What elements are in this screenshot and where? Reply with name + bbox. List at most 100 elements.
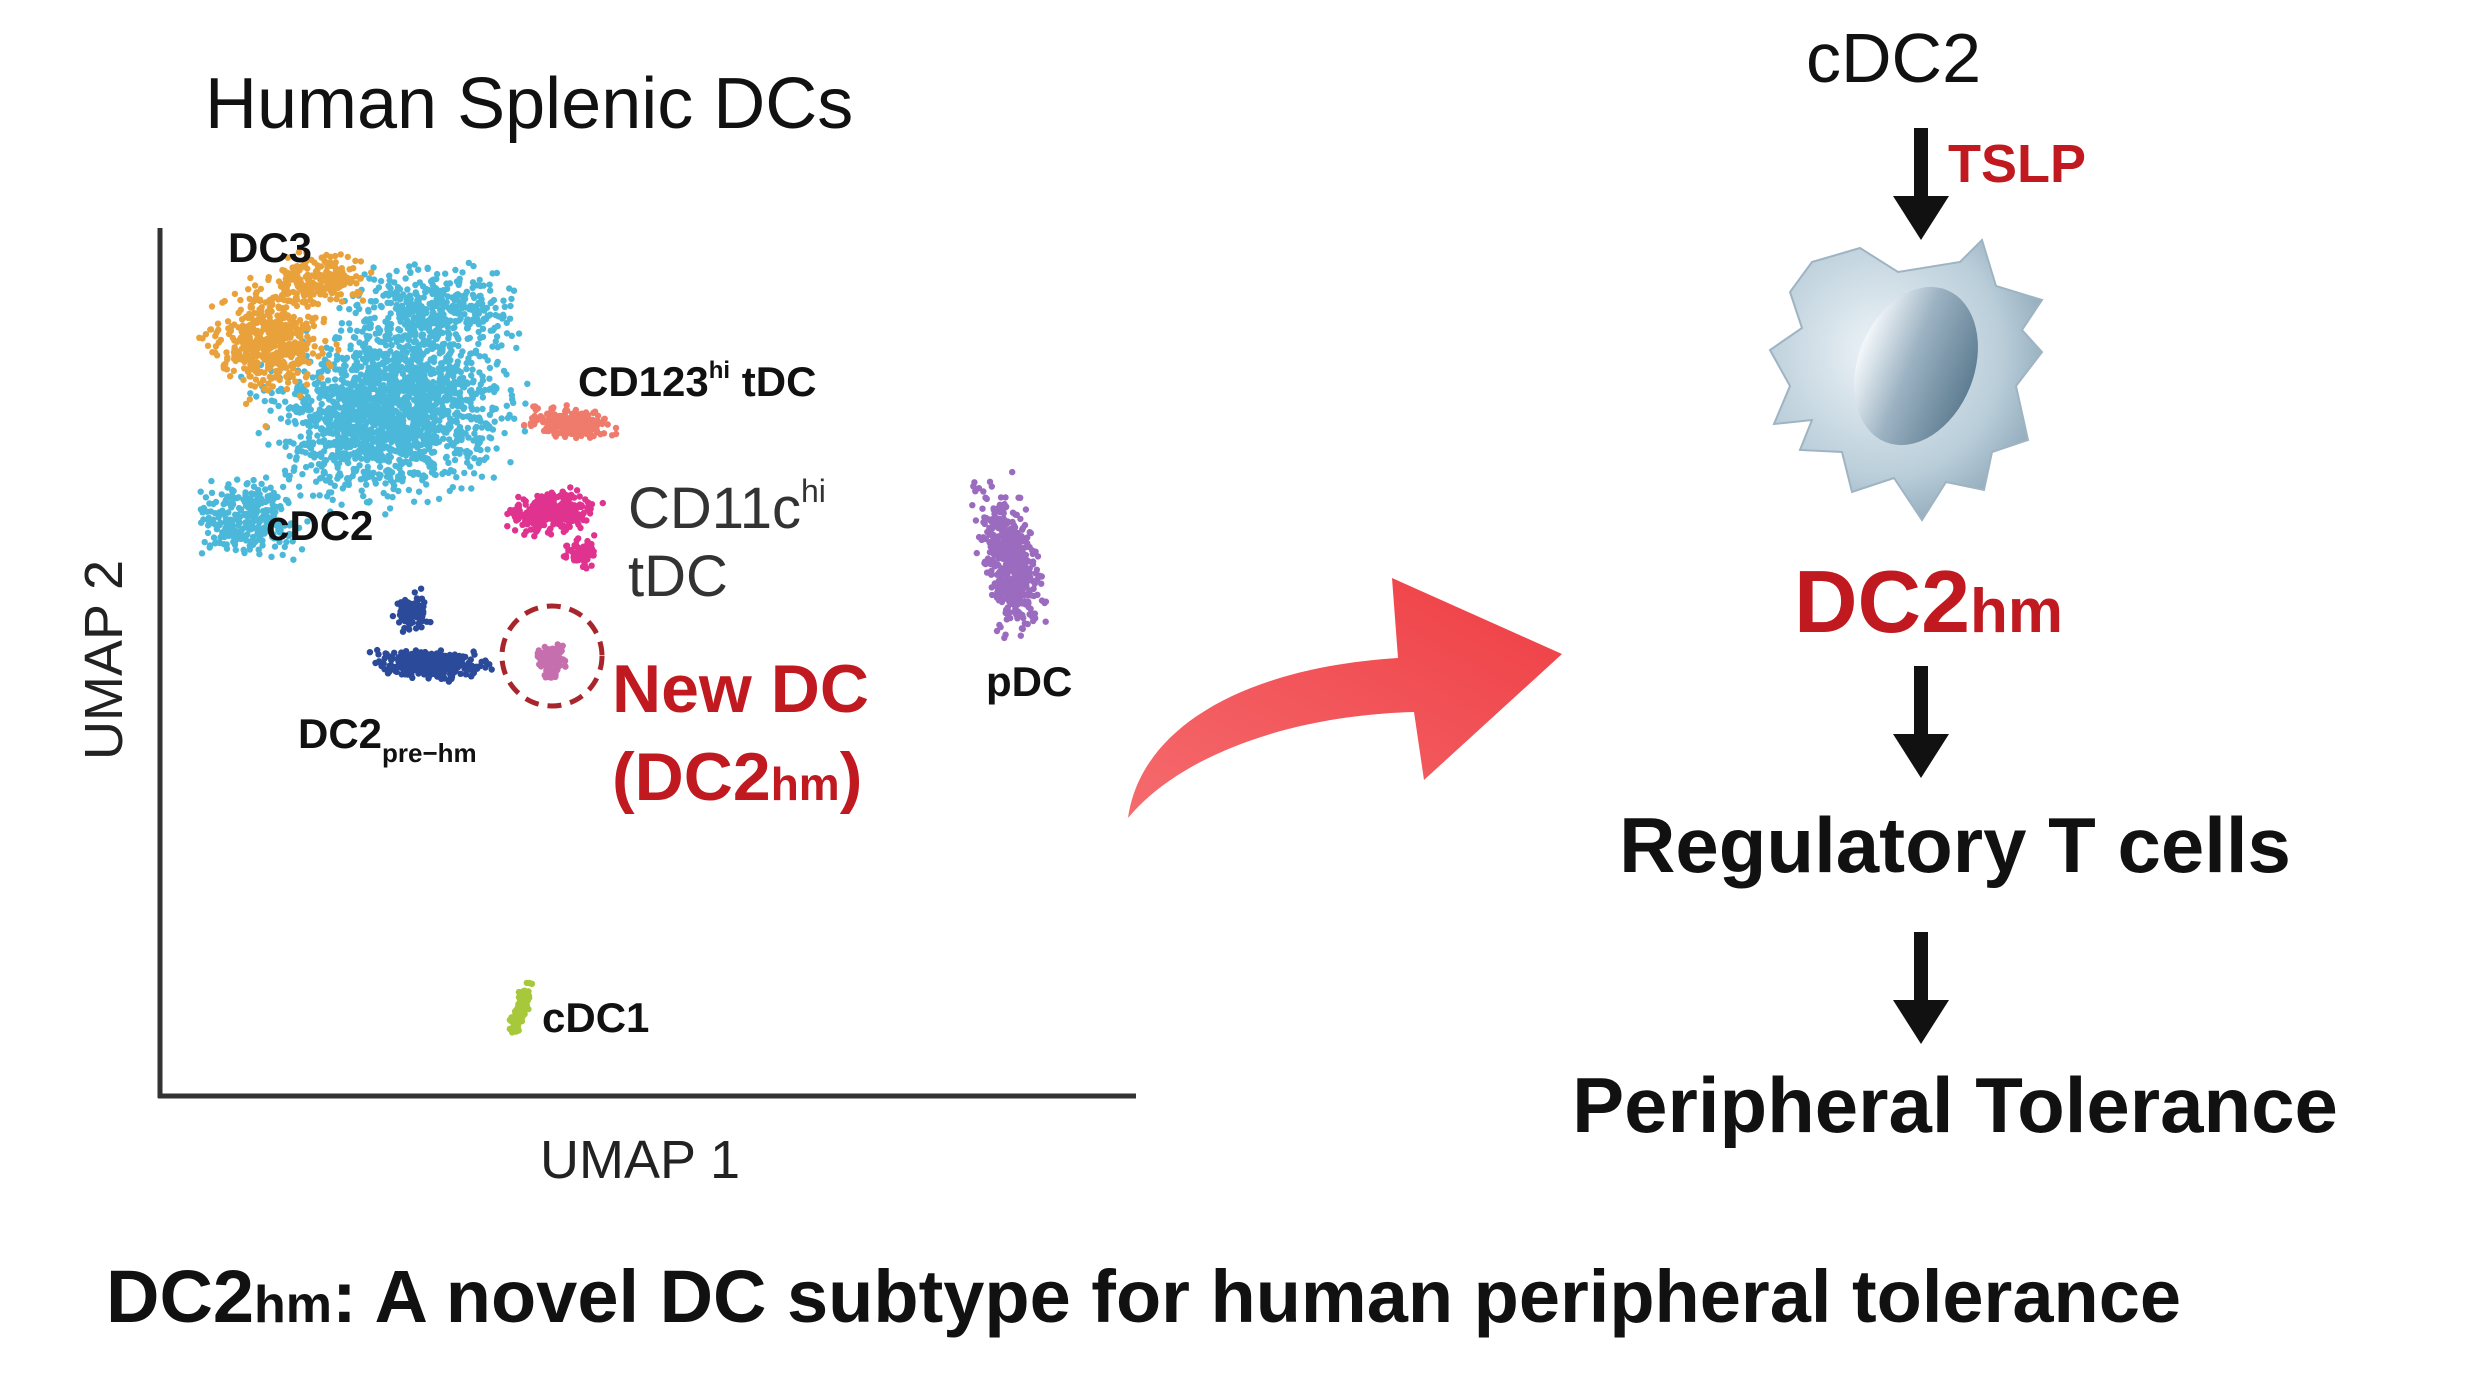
umap-cell-dot <box>415 652 423 659</box>
umap-cell-dot <box>314 432 321 439</box>
umap-cell-dot <box>295 524 303 532</box>
umap-cell-dot <box>352 257 359 264</box>
umap-cell-dot <box>426 439 433 446</box>
umap-cell-dot <box>385 430 392 438</box>
umap-cell-dot <box>364 467 371 474</box>
umap-cell-dot <box>366 649 374 656</box>
umap-cell-dot <box>419 613 426 620</box>
umap-cell-dot <box>318 374 325 381</box>
umap-cell-dot <box>376 463 384 471</box>
umap-cell-dot <box>351 382 358 389</box>
umap-cell-dot <box>235 494 242 501</box>
umap-cell-dot <box>399 628 407 635</box>
umap-cell-dot <box>390 356 397 363</box>
umap-cell-dot <box>231 352 238 359</box>
umap-cell-dot <box>248 312 255 320</box>
umap-cell-dot <box>299 471 306 478</box>
umap-cell-dot <box>338 298 346 305</box>
umap-cell-dot <box>450 324 457 332</box>
umap-cell-dot <box>559 513 567 520</box>
umap-cell-dot <box>297 386 304 394</box>
umap-cell-dot <box>267 317 274 325</box>
umap-cell-dot <box>512 1010 519 1017</box>
umap-cell-dot <box>293 408 300 416</box>
umap-cell-dot <box>427 618 434 626</box>
umap-cell-dot <box>988 584 995 591</box>
umap-cell-dot <box>455 380 462 388</box>
umap-cell-dot <box>1028 592 1035 599</box>
umap-cell-dot <box>303 381 311 388</box>
umap-cell-dot <box>320 315 328 323</box>
umap-cell-dot <box>477 381 484 388</box>
umap-cell-dot <box>299 298 306 306</box>
umap-cell-dot <box>265 308 272 315</box>
umap-cell-dot <box>1018 625 1026 632</box>
label-cdc1: cDC1 <box>542 994 649 1041</box>
umap-cell-dot <box>385 283 393 290</box>
umap-cell-dot <box>320 437 328 444</box>
umap-cell-dot <box>350 449 358 457</box>
umap-cell-dot <box>329 496 336 503</box>
umap-cell-dot <box>1014 540 1021 548</box>
umap-cell-dot <box>208 519 215 527</box>
umap-cell-dot <box>285 340 293 347</box>
umap-cell-dot <box>215 326 222 333</box>
umap-cell-dot <box>272 373 279 381</box>
umap-cell-dot <box>351 374 358 382</box>
umap-cell-dot <box>470 437 477 444</box>
umap-cell-dot <box>479 373 486 380</box>
umap-cell-dot <box>468 372 475 379</box>
umap-cell-dot <box>982 494 989 501</box>
umap-cell-dot <box>427 385 435 392</box>
umap-cell-dot <box>604 421 611 428</box>
umap-cell-dot <box>397 424 405 432</box>
umap-cell-dot <box>1002 527 1009 534</box>
umap-cell-dot <box>363 481 370 488</box>
umap-cell-dot <box>402 275 409 282</box>
umap-cell-dot <box>422 288 429 296</box>
umap-cell-dot <box>256 492 263 500</box>
umap-cell-dot <box>398 470 406 477</box>
umap-cell-dot <box>327 346 334 353</box>
umap-cell-dot <box>453 474 460 481</box>
umap-cell-dot <box>521 428 529 435</box>
umap-cell-dot <box>478 424 486 431</box>
umap-cell-dot <box>564 407 571 414</box>
umap-cell-dot <box>492 304 499 312</box>
umap-cell-dot <box>317 450 324 457</box>
umap-cell-dot <box>508 332 515 339</box>
umap-cell-dot <box>561 657 569 665</box>
umap-cell-dot <box>206 500 213 507</box>
umap-cell-dot <box>394 419 401 426</box>
umap-cell-dot <box>1018 581 1025 588</box>
umap-cell-dot <box>445 407 452 415</box>
umap-cell-dot <box>240 376 247 384</box>
umap-cell-dot <box>481 386 489 394</box>
umap-cell-dot <box>388 436 395 443</box>
umap-cell-dot <box>1024 620 1031 628</box>
umap-cell-dot <box>487 435 495 442</box>
umap-cell-dot <box>319 350 326 357</box>
umap-cell-dot <box>462 304 469 311</box>
umap-cell-dot <box>305 313 312 320</box>
umap-cell-dot <box>438 322 446 329</box>
umap-cell-dot <box>264 497 272 504</box>
umap-cell-dot <box>453 431 460 439</box>
umap-cell-dot <box>556 659 563 666</box>
umap-cell-dot <box>267 296 274 303</box>
umap-cell-dot <box>299 287 306 294</box>
umap-cell-dot <box>488 666 495 673</box>
umap-cell-dot <box>493 269 501 277</box>
umap-cell-dot <box>370 416 377 424</box>
umap-cell-dot <box>336 470 343 477</box>
umap-cell-dot <box>312 411 319 419</box>
umap-cell-dot <box>338 320 346 327</box>
umap-cell-dot <box>383 650 390 658</box>
umap-cell-dot <box>499 315 506 322</box>
umap-cell-dot <box>357 258 365 265</box>
umap-cell-dot <box>1021 559 1028 566</box>
umap-cell-dot <box>400 291 407 298</box>
umap-cell-dot <box>1010 521 1017 528</box>
umap-cell-dot <box>362 475 369 483</box>
umap-cell-dot <box>566 517 573 525</box>
